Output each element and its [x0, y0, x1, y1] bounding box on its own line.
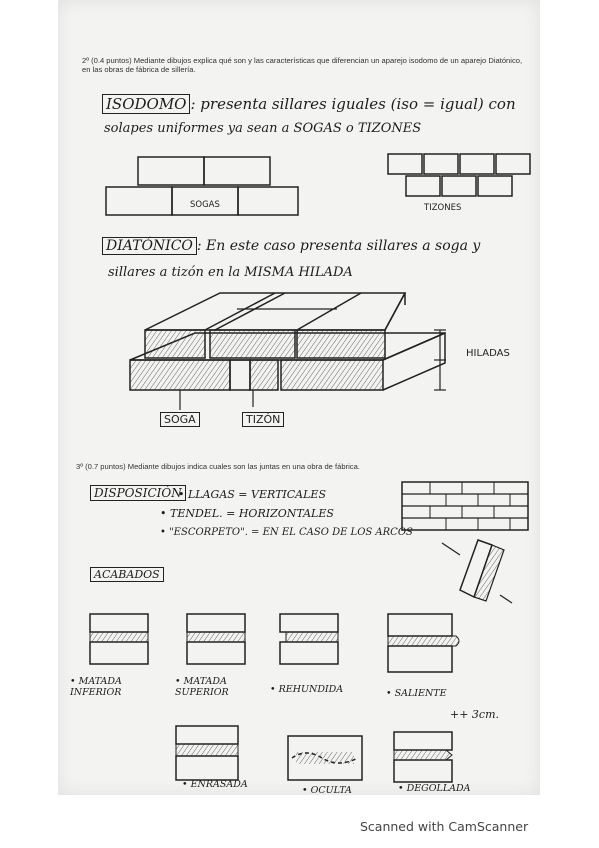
- scanned-sheet: [58, 0, 540, 795]
- finish-label-degollada: • DEGOLLADA: [398, 783, 471, 794]
- tizones-label: TIZONES: [424, 203, 462, 213]
- diatonico-definition-line-1: : En este caso presenta sillares a soga …: [196, 238, 481, 254]
- diatonico-title: DIATÓNICO: En este caso presenta sillare…: [102, 237, 481, 255]
- diatonico-label: DIATÓNICO: [102, 237, 197, 255]
- finish-sketch-saliente: [387, 613, 460, 673]
- isodomo-label: ISODOMO: [102, 94, 191, 114]
- camscanner-footer: Scanned with CamScanner: [360, 819, 529, 834]
- isodomo-definition-line-1: : presenta sillares iguales (iso = igual…: [190, 95, 516, 113]
- joint-item-tendel: • TENDEL. = HORIZONTALES: [160, 507, 334, 520]
- finish-label-rehundida: • REHUNDIDA: [270, 684, 344, 695]
- question-2-heading: 2º (0.4 puntos) Mediante dibujos explica…: [82, 56, 523, 74]
- finish-sketch-oculta: [287, 735, 363, 781]
- dimension-note: ++ 3cm.: [450, 708, 500, 721]
- finish-label-saliente: • SALIENTE: [386, 688, 447, 699]
- tizones-bricks-sketch: [387, 153, 531, 197]
- finish-label-matada-superior: • MATADA SUPERIOR: [175, 676, 229, 698]
- isodomo-definition-line-2: solapes uniformes ya sean a SOGAS o TIZO…: [104, 121, 422, 136]
- sogas-label: SOGAS: [190, 200, 220, 210]
- finish-sketch-matada-inferior: [89, 613, 149, 665]
- acabados-label: ACABADOS: [90, 567, 164, 582]
- diatonico-definition-line-2: sillares a tizón en la MISMA HILADA: [108, 265, 353, 280]
- arch-joint-sketch: [441, 539, 513, 604]
- isodomo-title: ISODOMO: presenta sillares iguales (iso …: [102, 94, 516, 114]
- tizon-label: TIZÓN: [242, 412, 285, 427]
- finish-sketch-degollada: [393, 731, 453, 783]
- sogas-bricks-sketch: [105, 156, 299, 216]
- finish-sketch-enrasada: [175, 725, 239, 781]
- finish-label-matada-inferior: • MATADA INFERIOR: [70, 676, 122, 698]
- finish-label-oculta: • OCULTA: [302, 785, 352, 796]
- diatonic-wall-sketch: [129, 292, 446, 410]
- brick-joints-sketch: [401, 481, 529, 531]
- finish-label-enrasada: • ENRASADA: [182, 779, 248, 790]
- joint-item-llagas: • LLAGAS = VERTICALES: [178, 488, 326, 501]
- hiladas-label: HILADAS: [466, 348, 510, 359]
- finish-sketch-rehundida: [279, 613, 339, 665]
- finish-sketch-matada-superior: [186, 613, 246, 665]
- soga-label: SOGA: [160, 412, 200, 427]
- question-3-heading: 3º (0.7 puntos) Mediante dibujos indica …: [76, 462, 360, 471]
- joint-item-escorpeto: • "ESCORPETO". = EN EL CASO DE LOS ARCOS: [160, 527, 413, 538]
- disposicion-label: DISPOSICIÓN: [90, 485, 186, 501]
